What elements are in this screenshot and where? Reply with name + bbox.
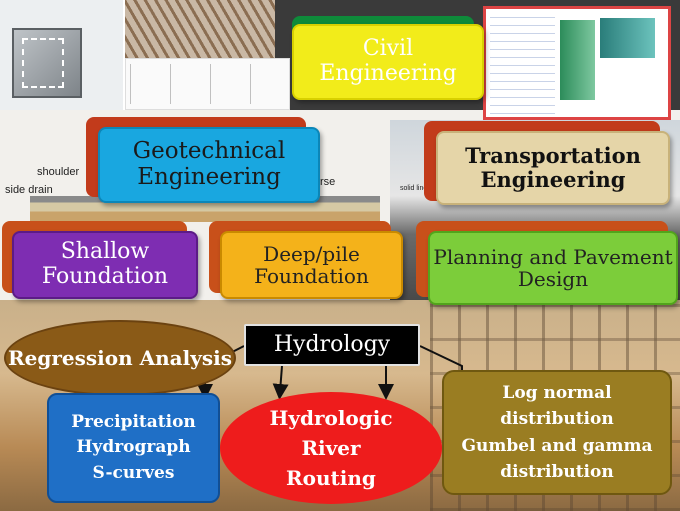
distribution-line-4: distribution [500, 461, 614, 482]
software-building-model [560, 20, 595, 100]
hydrologic-river-routing-node: Hydrologic River Routing [220, 392, 442, 504]
distribution-line-2: distribution [500, 409, 614, 430]
routing-line-1: Hydrologic [269, 406, 393, 430]
rebar-cage-photo [125, 0, 275, 58]
solid-line-label: solid line [400, 185, 428, 192]
geotechnical-engineering-node: Geotechnical Engineering [98, 127, 320, 203]
regression-analysis-node: Regression Analysis [4, 320, 236, 396]
hydrology-node: Hydrology [244, 324, 420, 366]
precipitation-line-3: S-curves [92, 462, 175, 483]
course-label: rse [320, 176, 336, 188]
distribution-node: Log normal distribution Gumbel and gamma… [442, 370, 672, 495]
precipitation-line-2: Hydrograph [76, 437, 191, 458]
software-building-model-alt [600, 18, 655, 58]
structural-drawing-lines [130, 64, 280, 104]
routing-line-2: River [301, 436, 361, 460]
precipitation-hydrograph-node: Precipitation Hydrograph S-curves [47, 393, 220, 503]
deep-pile-foundation-node: Deep/pile Foundation [220, 231, 403, 299]
shoulder-label: shoulder [37, 166, 80, 178]
shallow-foundation-node: Shallow Foundation [12, 231, 198, 299]
planning-pavement-design-node: Planning and Pavement Design [428, 231, 678, 305]
software-data-panel [490, 14, 555, 114]
routing-line-3: Routing [286, 466, 376, 490]
distribution-line-3: Gumbel and gamma [461, 435, 653, 456]
distribution-line-1: Log normal [502, 382, 612, 403]
beam-reinforcement-outline [22, 38, 64, 88]
side-drain-label: side drain [5, 184, 53, 196]
transportation-engineering-node: Transportation Engineering [436, 131, 670, 205]
precipitation-line-1: Precipitation [71, 411, 196, 432]
connector-to-routing-left [272, 365, 289, 400]
civil-engineering-node: Civil Engineering [292, 24, 484, 100]
